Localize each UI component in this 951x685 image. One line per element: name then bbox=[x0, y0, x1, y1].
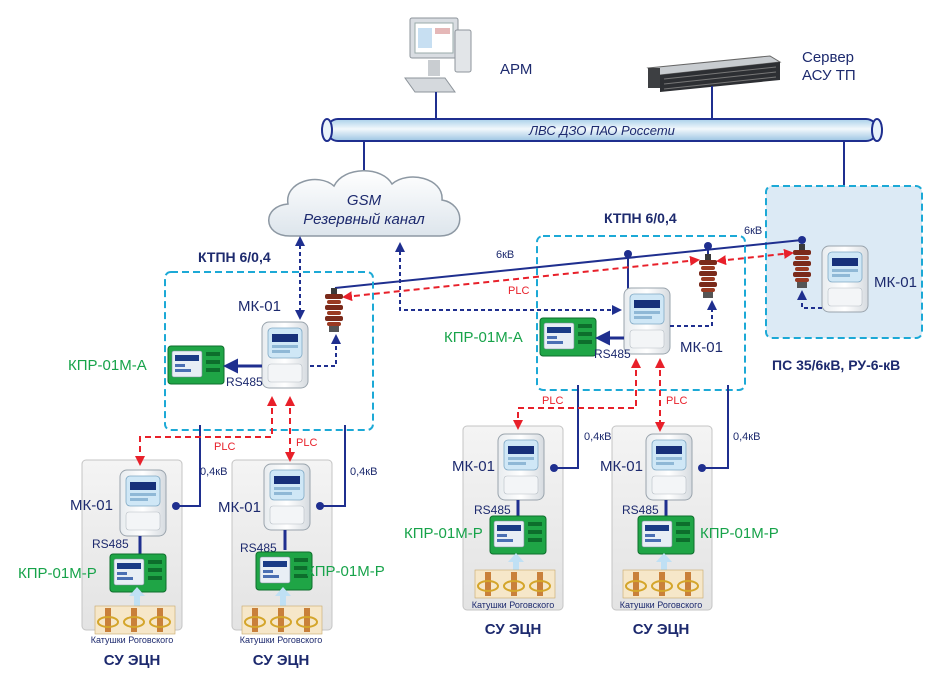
unit-2-coils-label: Катушки Роговского bbox=[240, 635, 322, 645]
ktpn-right-kpr-label: КПР-01М-А bbox=[444, 329, 523, 346]
ktpn-left-meter-icon bbox=[261, 321, 309, 389]
voltage-04kv-label: 0,4кВ bbox=[733, 431, 760, 443]
junction-dot bbox=[698, 464, 706, 472]
unit-2-meter-label: МК-01 bbox=[218, 499, 261, 516]
unit-4-kpr-label: КПР-01М-Р bbox=[700, 525, 779, 542]
substation-meter-label: МК-01 bbox=[874, 274, 917, 291]
ktpn-left-title: КТПН 6/0,4 bbox=[198, 249, 271, 265]
line-04kv-unit-4 bbox=[702, 385, 729, 469]
substation-meter-icon bbox=[821, 245, 869, 313]
ktpn-right-title: КТПН 6/0,4 bbox=[604, 210, 677, 226]
unit-2-title: СУ ЭЦН bbox=[253, 652, 310, 669]
server-label-line2: АСУ ТП bbox=[802, 67, 856, 84]
lan-bus-pipe bbox=[321, 118, 883, 142]
unit-1-meter-label: МК-01 bbox=[70, 497, 113, 514]
ktpn-left-kpr-icon bbox=[167, 345, 225, 385]
unit-2-kpr-label: КПР-01М-Р bbox=[306, 563, 385, 580]
unit-1-rs485-label: RS485 bbox=[92, 537, 129, 551]
voltage-04kv-label: 0,4кВ bbox=[584, 431, 611, 443]
unit-1-coils-label: Катушки Роговского bbox=[91, 635, 173, 645]
arm-label: АРМ bbox=[500, 61, 532, 78]
plc-link-unit-1 bbox=[135, 396, 277, 466]
plc-label-unit-1: PLC bbox=[214, 441, 235, 453]
unit-4-kpr-icon bbox=[637, 515, 695, 555]
voltage-6kv-label: 6кВ bbox=[496, 249, 514, 261]
ktpn-left-meter-link bbox=[310, 334, 341, 367]
lan-bus-label: ЛВС ДЗО ПАО Россети bbox=[528, 123, 675, 138]
ktpn-right-meter-icon bbox=[623, 287, 671, 355]
unit-4-title: СУ ЭЦН bbox=[633, 621, 690, 638]
plc-top-label: PLC bbox=[508, 285, 529, 297]
junction-dot bbox=[704, 242, 712, 250]
ktpn-left-insulator-icon bbox=[325, 288, 343, 332]
line-6kv-main bbox=[334, 239, 803, 289]
ktpn-right-box bbox=[536, 235, 746, 391]
voltage-04kv-label: 0,4кВ bbox=[350, 466, 377, 478]
gsm-cloud bbox=[268, 170, 461, 237]
voltage-6kv-label: 6кВ bbox=[744, 225, 762, 237]
unit-3-meter-icon bbox=[497, 433, 545, 501]
unit-4-meter-label: МК-01 bbox=[600, 458, 643, 475]
unit-1-kpr-label: КПР-01М-Р bbox=[18, 565, 97, 582]
unit-4-rs485-label: RS485 bbox=[622, 503, 659, 517]
unit-3-kpr-label: КПР-01М-Р bbox=[404, 525, 483, 542]
substation-insulator-icon bbox=[793, 244, 811, 288]
unit-2-meter-icon bbox=[263, 463, 311, 531]
junction-dot bbox=[316, 502, 324, 510]
ktpn-left-kpr-label: КПР-01М-А bbox=[68, 357, 147, 374]
server-label-line1: Сервер bbox=[802, 49, 854, 66]
ktpn-left-meter-label: МК-01 bbox=[238, 298, 281, 315]
unit-3-meter-label: МК-01 bbox=[452, 458, 495, 475]
unit-3-up-arrow-icon bbox=[508, 553, 524, 570]
ktpn-left-rs485-label: RS485 bbox=[226, 375, 263, 389]
arm-workstation-icon bbox=[404, 17, 472, 93]
unit-4-coils-icon bbox=[622, 569, 704, 599]
junction-dot bbox=[172, 502, 180, 510]
gsm-label: GSM bbox=[347, 192, 382, 209]
ktpn-right-rs485-label: RS485 bbox=[594, 347, 631, 361]
unit-3-coils-label: Катушки Роговского bbox=[472, 600, 554, 610]
ktpn-right-kpr-icon bbox=[539, 317, 597, 357]
unit-1-meter-icon bbox=[119, 469, 167, 537]
ktpn-right-meter-label: МК-01 bbox=[680, 339, 723, 356]
junction-dot bbox=[798, 236, 806, 244]
unit-1-up-arrow-icon bbox=[129, 587, 145, 606]
unit-1-coils-icon bbox=[94, 605, 176, 635]
plc-link-unit-3 bbox=[513, 358, 641, 430]
unit-4-coils-label: Катушки Роговского bbox=[620, 600, 702, 610]
unit-2-up-arrow-icon bbox=[275, 587, 291, 606]
gsm-link-right bbox=[395, 242, 622, 315]
substation-meter-link bbox=[797, 290, 822, 309]
unit-4-up-arrow-icon bbox=[656, 553, 672, 570]
unit-1-kpr-icon bbox=[109, 553, 167, 593]
server-icon bbox=[646, 55, 782, 92]
junction-dot bbox=[550, 464, 558, 472]
ktpn-right-meter-link bbox=[670, 300, 717, 327]
unit-2-kpr-icon bbox=[255, 551, 313, 591]
line-04kv-unit-2 bbox=[320, 425, 346, 507]
unit-3-kpr-icon bbox=[489, 515, 547, 555]
unit-4-meter-icon bbox=[645, 433, 693, 501]
unit-3-coils-icon bbox=[474, 569, 556, 599]
unit-3-title: СУ ЭЦН bbox=[485, 621, 542, 638]
unit-3-rs485-label: RS485 bbox=[474, 503, 511, 517]
gsm-reserve-label: Резервный канал bbox=[303, 211, 425, 228]
ktpn-left-box bbox=[164, 271, 374, 431]
unit-1-title: СУ ЭЦН bbox=[104, 652, 161, 669]
plc-label-unit-2: PLC bbox=[296, 437, 317, 449]
substation-title: ПС 35/6кВ, РУ-6-кВ bbox=[772, 357, 900, 373]
plc-label-unit-3: PLC bbox=[542, 395, 563, 407]
plc-link-substation bbox=[716, 248, 794, 266]
ktpn-right-insulator-icon bbox=[699, 254, 717, 298]
voltage-04kv-label: 0,4кВ bbox=[200, 466, 227, 478]
unit-2-coils-icon bbox=[241, 605, 323, 635]
plc-label-unit-4: PLC bbox=[666, 395, 687, 407]
junction-dot bbox=[624, 250, 632, 258]
